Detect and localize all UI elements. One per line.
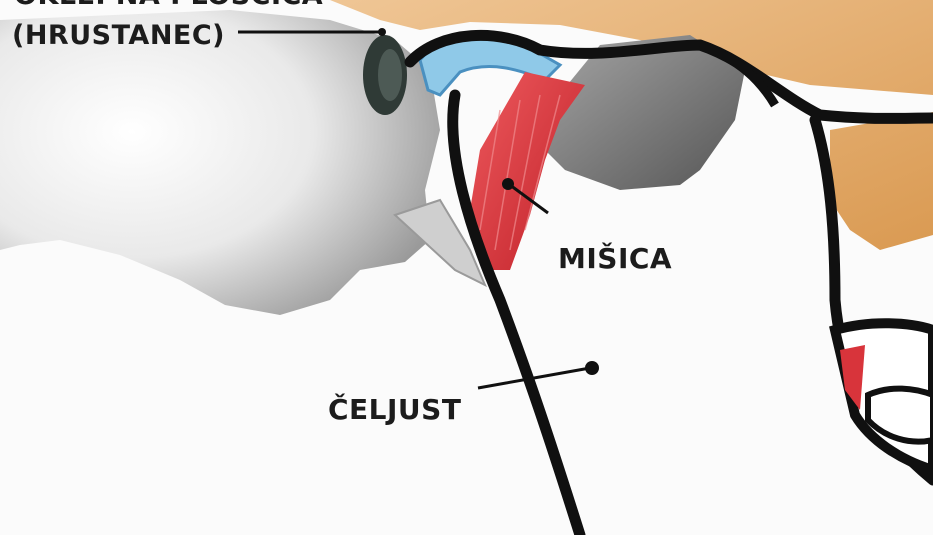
label-muscle: MIŠICA [558, 242, 672, 275]
label-cartilage-title: OKLEPNA PLOŠČICA [14, 0, 323, 11]
label-jaw: ČELJUST [328, 393, 461, 426]
label-cartilage-subtitle: (HRUSTANEC) [12, 20, 225, 51]
